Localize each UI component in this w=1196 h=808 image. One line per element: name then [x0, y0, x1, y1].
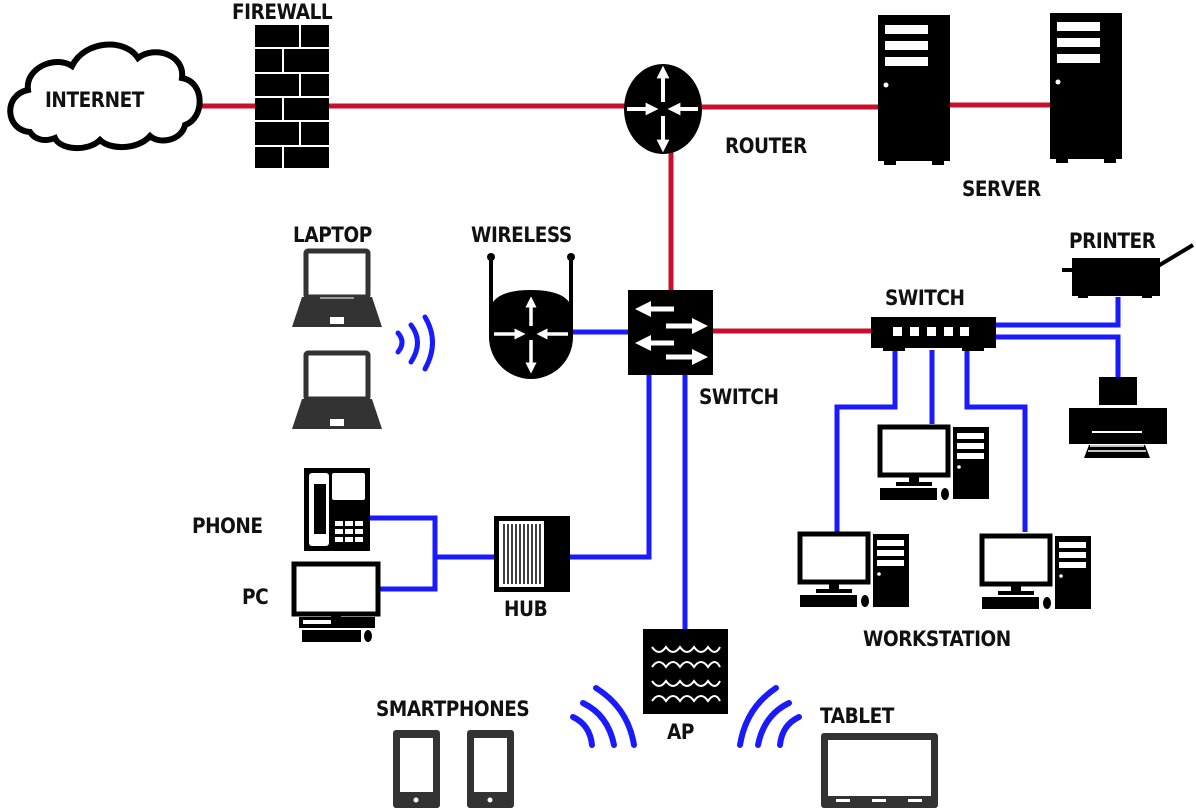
link-core-switch-hub — [570, 374, 652, 560]
firewall-label: FIREWALL — [232, 0, 333, 24]
lan-links — [370, 297, 1121, 630]
server-icon[interactable] — [878, 15, 950, 165]
router-icon[interactable] — [624, 64, 702, 154]
workstation-icon[interactable] — [979, 533, 1091, 609]
link-hub-phone — [370, 515, 494, 560]
link-switch-workstation-3 — [964, 350, 1028, 532]
core-switch-label: SWITCH — [699, 385, 779, 409]
smartphone-icon[interactable] — [393, 730, 440, 808]
phone-label: PHONE — [192, 514, 263, 538]
access-switch-label: SWITCH — [885, 286, 965, 310]
hub-icon[interactable] — [494, 516, 570, 592]
server-icon[interactable] — [1050, 13, 1122, 163]
router-label: ROUTER — [725, 134, 807, 158]
laptop-icon[interactable] — [292, 350, 382, 429]
link-switch-workstation-1 — [834, 350, 898, 532]
tablet-icon[interactable] — [821, 733, 938, 808]
wireless-signal-icon — [570, 685, 802, 748]
link-hub-pc — [380, 557, 438, 592]
workstation-icon[interactable] — [877, 424, 989, 500]
hub-label: HUB — [504, 597, 548, 621]
workstation-icon[interactable] — [797, 531, 909, 607]
ap-label: AP — [667, 720, 694, 744]
access-switch-icon[interactable] — [871, 317, 996, 351]
link-switch-printer-2 — [996, 334, 1121, 378]
printer-icon[interactable] — [1062, 243, 1195, 298]
internet-label: INTERNET — [45, 88, 144, 112]
wireless-signal-icon — [395, 314, 435, 372]
pc-icon[interactable] — [291, 561, 381, 642]
core-switch-icon[interactable] — [628, 290, 713, 375]
printer-label: PRINTER — [1069, 229, 1156, 253]
server-label: SERVER — [962, 177, 1041, 201]
firewall-icon[interactable] — [255, 25, 329, 168]
printer-icon[interactable] — [1069, 377, 1167, 458]
tablet-label: TABLET — [820, 704, 894, 728]
smartphone-icon[interactable] — [467, 730, 514, 808]
smartphones-label: SMARTPHONES — [376, 697, 530, 721]
link-switch-printer-1 — [996, 297, 1121, 328]
access-point-icon[interactable] — [643, 629, 728, 714]
internet-cloud-icon[interactable] — [7, 41, 203, 151]
laptop-label: LAPTOP — [293, 223, 372, 247]
workstation-label: WORKSTATION — [863, 627, 1011, 651]
wireless-router-icon[interactable] — [487, 253, 575, 379]
wireless-label: WIRELESS — [471, 223, 572, 247]
pc-label: PC — [242, 585, 269, 609]
wan-links — [200, 102, 1050, 334]
phone-icon[interactable] — [304, 468, 370, 551]
laptop-icon[interactable] — [292, 248, 382, 327]
